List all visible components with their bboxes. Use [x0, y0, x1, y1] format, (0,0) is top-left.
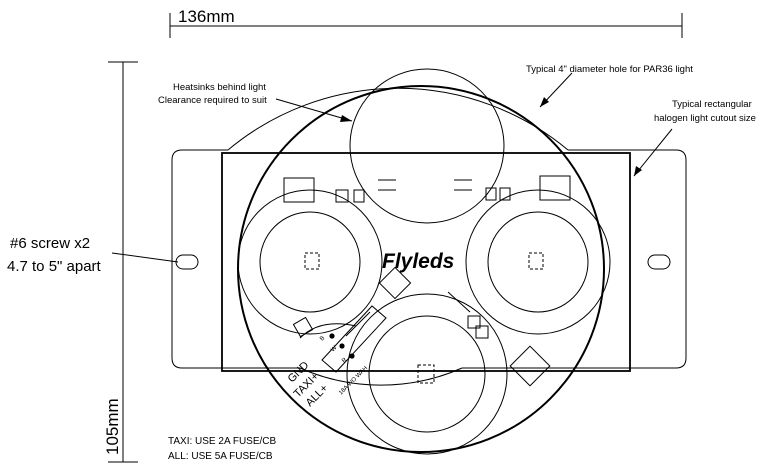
- all-fuse-note: ALL: USE 5A FUSE/CB: [168, 451, 273, 462]
- height-dimension: [108, 61, 138, 463]
- screw-note-line2: 4.7 to 5" apart: [7, 258, 102, 275]
- par36-hole-note: Typical 4" diameter hole for PAR36 light: [526, 64, 693, 75]
- heatsinks-note-line2: Clearance required to suit: [158, 95, 267, 106]
- mounting-plate-outline: [171, 149, 687, 369]
- screw-note-line1: #6 screw x2: [10, 235, 90, 252]
- halogen-note-line1: Typical rectangular: [672, 99, 752, 110]
- width-label: 136mm: [178, 7, 235, 26]
- right-led-module: [465, 175, 611, 335]
- wire-terminals: [329, 333, 355, 359]
- bottom-led-module: [346, 266, 551, 455]
- width-dimension: [169, 13, 683, 38]
- taxi-fuse-note: TAXI: USE 2A FUSE/CB: [168, 436, 277, 447]
- right-led-chip: [528, 252, 544, 270]
- top-heatsink: [349, 68, 505, 224]
- flange-bottom-arc: [299, 367, 463, 386]
- wire-mark-r: R: [341, 357, 349, 365]
- wire-mark-w: W: [330, 345, 338, 353]
- height-label: 105mm: [103, 398, 122, 455]
- halogen-cutout-rect: [221, 152, 631, 372]
- halogen-note-line2: halogen light cutout size: [654, 113, 756, 124]
- left-led-module: [237, 177, 383, 338]
- leader-arrowheads: [340, 97, 642, 176]
- bottom-led-chip: [417, 364, 435, 384]
- wire-mark-b: B: [319, 335, 326, 342]
- right-screw-slot: [647, 254, 671, 270]
- left-led-chip: [304, 252, 320, 270]
- left-screw-slot: [175, 254, 199, 270]
- chip-label: 18A WO WAH: [338, 365, 369, 396]
- flyleds-logo: Flyleds: [382, 250, 454, 273]
- flange-top-arc: [227, 87, 569, 151]
- wiring-connector: [299, 305, 387, 373]
- heatsinks-note-line1: Heatsinks behind light: [173, 82, 266, 93]
